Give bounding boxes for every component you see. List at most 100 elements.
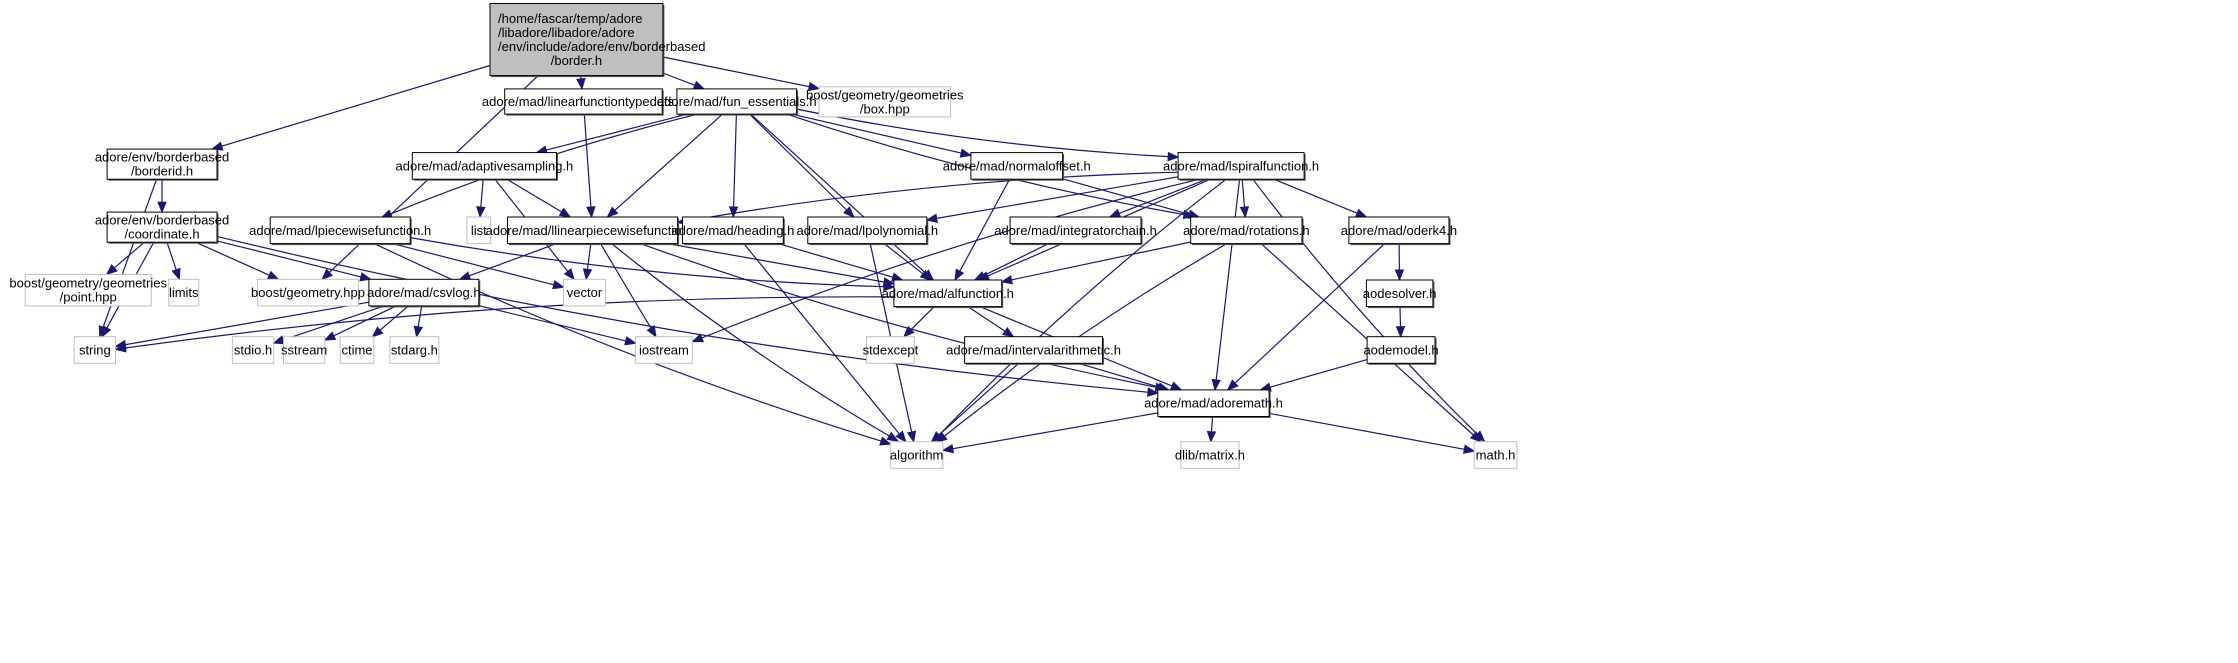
edge-fun_essentials-to-lspiralfunction — [796, 108, 1169, 158]
node-linearfunctiontypedefs[interactable]: adore/mad/linearfunctiontypedefs.h — [482, 88, 685, 116]
node-oderk4[interactable]: adore/mad/oderk4.h — [1341, 216, 1457, 246]
node-lpiecewisefunction[interactable]: adore/mad/lpiecewisefunction.h — [249, 216, 431, 246]
arrowhead-icon — [886, 431, 900, 442]
node-normaloffset[interactable]: adore/mad/normaloffset.h — [943, 152, 1091, 181]
node-label: math.h — [1476, 448, 1516, 463]
edge-coordinate-to-geometry — [195, 241, 270, 276]
node-border[interactable]: /home/fascar/temp/adore/libadore/libador… — [489, 3, 705, 78]
node-box — [466, 216, 492, 245]
edge-lspiralfunction-to-llinearpiecewisefunction — [687, 171, 1179, 222]
arrowhead-icon — [101, 325, 112, 338]
arrowhead-icon — [843, 206, 855, 218]
node-lpolynomial[interactable]: adore/mad/lpolynomial.h — [796, 216, 938, 246]
node-label: adore/mad/heading.h — [671, 223, 794, 238]
edge-llinearpiecewisefunction-to-alfunction — [667, 243, 885, 283]
arrowhead-icon — [582, 268, 593, 281]
edge-lspiralfunction-to-integratorchain — [1118, 178, 1208, 214]
node-label: string — [79, 343, 111, 358]
node-box — [1473, 441, 1518, 469]
node-label: /env/include/adore/env/borderbased — [498, 39, 705, 54]
node-string: string — [73, 336, 116, 364]
node-label: dlib/matrix.h — [1175, 448, 1245, 463]
arrowhead-icon — [1394, 269, 1405, 282]
edge-fun_essentials-to-alfunction — [750, 113, 927, 274]
node-alfunction[interactable]: adore/mad/alfunction.h — [882, 279, 1014, 309]
arrowhead-icon — [895, 430, 907, 443]
node-rotations[interactable]: adore/mad/rotations.h — [1183, 216, 1310, 246]
node-label: sstream — [281, 343, 327, 358]
node-label: aodemodel.h — [1363, 343, 1438, 358]
arrowhead-icon — [1002, 326, 1015, 338]
node-ctime: ctime — [339, 336, 375, 364]
arrowhead-icon — [692, 80, 706, 90]
edge-coordinate-to-csvlog — [216, 240, 362, 278]
edge-coordinate-to-adoremath — [216, 235, 1148, 393]
edge-lspiralfunction-to-math — [1252, 178, 1478, 435]
node-adaptivesampling[interactable]: adore/mad/adaptivesampling.h — [396, 152, 574, 181]
edge-adoremath-to-matrix — [1210, 416, 1214, 432]
node-llinearpiecewisefunction[interactable]: adore/mad/llinearpiecewisefunction.h — [486, 216, 700, 246]
node-lspiralfunction[interactable]: adore/mad/lspiralfunction.h — [1163, 152, 1319, 181]
node-box — [1348, 216, 1450, 245]
node-box — [1180, 441, 1240, 469]
node-label: /borderid.h — [131, 164, 193, 179]
node-box — [24, 273, 152, 307]
edge-csvlog-to-ctime — [379, 305, 409, 331]
edge-fun_essentials-to-normaloffset — [791, 113, 962, 154]
node-stdio: stdio.h — [231, 336, 275, 364]
node-borderid[interactable]: adore/env/borderbased/borderid.h — [95, 148, 229, 181]
edge-lspiralfunction-to-rotations — [1241, 179, 1246, 208]
arrowhead-icon — [879, 436, 892, 446]
node-csvlog[interactable]: adore/mad/csvlog.h — [367, 278, 481, 308]
arrowhead-icon — [114, 343, 127, 353]
node-box — [889, 441, 944, 469]
node-label: stdio.h — [234, 343, 272, 358]
node-integratorchain[interactable]: adore/mad/integratorchain.h — [994, 216, 1157, 246]
node-box — [504, 88, 663, 115]
node-box — [368, 278, 480, 307]
edge-csvlog-to-string — [125, 301, 370, 346]
node-box — [893, 279, 1003, 308]
arrowhead-icon — [930, 431, 943, 443]
node-label: aodesolver.h — [1363, 286, 1437, 301]
arrowhead-icon — [105, 264, 118, 276]
edge-aodesolver-to-aodemodel — [1399, 306, 1402, 327]
edge-lpiecewisefunction-to-vector — [392, 243, 554, 286]
node-label: /libadore/libadore/adore — [498, 25, 635, 40]
edges-layer — [98, 56, 1486, 454]
node-box — [283, 336, 326, 364]
node-heading[interactable]: adore/mad/heading.h — [671, 216, 794, 246]
arrowhead-icon — [691, 333, 705, 343]
node-label: adore/mad/llinearpiecewisefunction.h — [486, 223, 700, 238]
node-iostream: iostream — [635, 336, 693, 364]
arrowhead-icon — [476, 206, 486, 219]
node-stdexcept: stdexcept — [863, 336, 919, 364]
arrowhead-icon — [728, 206, 739, 219]
node-aodemodel[interactable]: aodemodel.h — [1363, 336, 1439, 365]
node-box — [818, 86, 952, 118]
edge-llinearpiecewisefunction-to-iostream — [599, 243, 652, 329]
node-box — [970, 152, 1064, 180]
edge-alfunction-to-intervalarithmetic — [967, 306, 1006, 332]
arrowhead-icon — [586, 206, 596, 219]
arrowhead-icon — [882, 277, 896, 287]
node-box — [257, 278, 359, 307]
node-box — [807, 216, 928, 245]
node-coordinate[interactable]: adore/env/borderbased/coordinate.h — [95, 211, 229, 244]
node-label: list — [471, 223, 487, 238]
arrowhead-icon — [413, 325, 424, 339]
edge-fun_essentials-to-llinearpiecewisefunction — [614, 113, 723, 211]
arrowhead-icon — [1462, 444, 1476, 454]
node-intervalarithmetic[interactable]: adore/mad/intervalarithmetic.h — [946, 336, 1121, 365]
arrowhead-icon — [1395, 326, 1406, 339]
edge-borderid-to-string — [102, 178, 158, 328]
node-point: boost/geometry/geometries/point.hpp — [9, 273, 167, 307]
arrowhead-icon — [1226, 379, 1239, 391]
arrowhead-icon — [552, 280, 565, 290]
node-label: adore/mad/linearfunctiontypedefs.h — [482, 94, 685, 109]
node-fun_essentials[interactable]: adore/mad/fun_essentials.h — [657, 88, 817, 116]
node-aodesolver[interactable]: aodesolver.h — [1363, 279, 1437, 309]
node-box — [1177, 152, 1305, 180]
node-adoremath[interactable]: adore/mad/adoremath.h — [1144, 389, 1283, 418]
